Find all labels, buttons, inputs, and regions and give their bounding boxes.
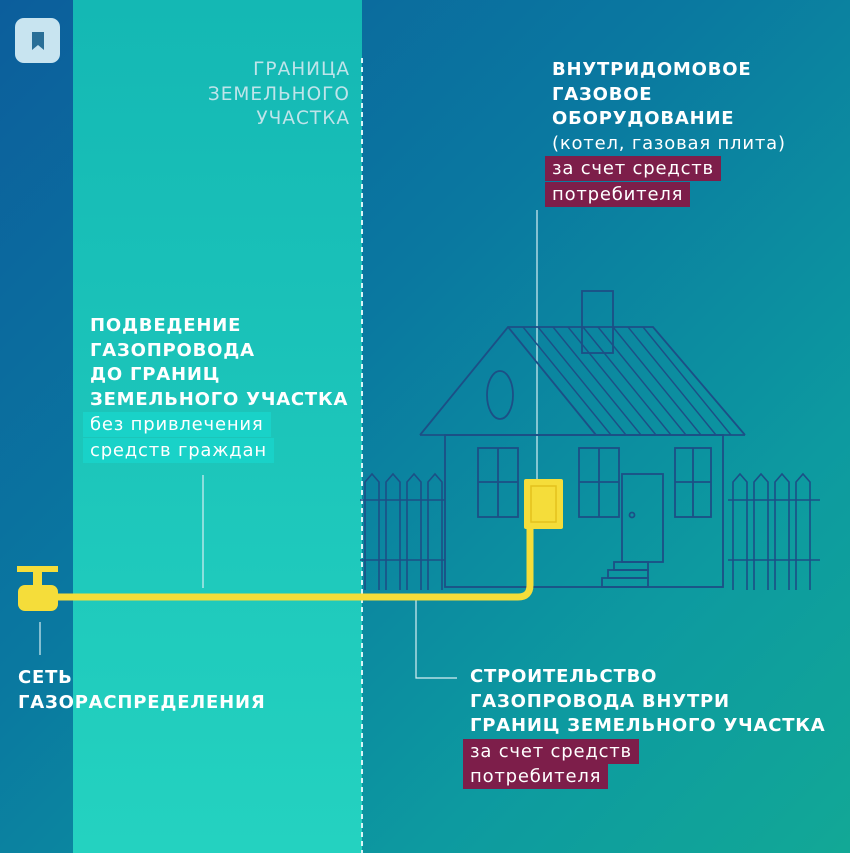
- roof-outline: [419, 326, 746, 436]
- boundary-label-line: ЗЕМЕЛЬНОГО: [207, 83, 350, 105]
- indoor-equipment-note: потребителя: [545, 181, 691, 207]
- door-knob: [628, 511, 636, 519]
- indoor-equipment-line: ГАЗОВОЕ: [552, 83, 653, 105]
- roof-stripes: [522, 326, 732, 436]
- supply-line: ЗЕМЕЛЬНОГО УЧАСТКА: [90, 388, 349, 410]
- supply-line: ДО ГРАНИЦ: [90, 364, 221, 385]
- supply-line: ПОДВЕДЕНИЕ: [90, 315, 242, 336]
- chimney: [581, 290, 614, 354]
- gas-meter-inner: [530, 485, 557, 523]
- fence-right: [728, 472, 820, 590]
- window-right: [674, 447, 712, 518]
- indoor-equipment-label: ВНУТРИДОМОВОЕ ГАЗОВОЕ ОБОРУДОВАНИЕ (коте…: [545, 58, 842, 207]
- indoor-equipment-line: ОБОРУДОВАНИЕ: [552, 108, 735, 129]
- roof-gable-edge: [507, 326, 597, 436]
- bookmark-button[interactable]: [15, 18, 60, 63]
- indoor-equipment-note: за счет средств: [545, 156, 721, 181]
- fence-left: [360, 472, 445, 590]
- porch-steps: [601, 561, 649, 588]
- construction-line: ГРАНИЦ ЗЕМЕЛЬНОГО УЧАСТКА: [470, 715, 826, 736]
- construction-label: СТРОИТЕЛЬСТВО ГАЗОПРОВОДА ВНУТРИ ГРАНИЦ …: [463, 665, 830, 790]
- construction-note: потребителя: [463, 764, 609, 789]
- gas-meter-box: [524, 479, 563, 529]
- gas-pipeline: [48, 528, 534, 601]
- supply-label: ПОДВЕДЕНИЕ ГАЗОПРОВОДА ДО ГРАНИЦ ЗЕМЕЛЬН…: [83, 314, 355, 463]
- construction-line: СТРОИТЕЛЬСТВО: [470, 666, 658, 687]
- network-line: ГАЗОРАСПРЕДЕЛЕНИЯ: [18, 691, 266, 713]
- front-door: [621, 473, 664, 563]
- supply-note: средств граждан: [83, 437, 274, 463]
- attic-window: [486, 370, 514, 420]
- boundary-label-line: ГРАНИЦА: [253, 59, 350, 80]
- indoor-equipment-line: ВНУТРИДОМОВОЕ: [552, 59, 752, 80]
- window-left: [477, 447, 519, 518]
- network-line: СЕТЬ: [18, 667, 73, 688]
- leader-line-construction: [415, 598, 457, 679]
- indoor-equipment-line: (котел, газовая плита): [552, 132, 786, 154]
- window-middle: [578, 447, 620, 518]
- construction-line: ГАЗОПРОВОДА ВНУТРИ: [470, 690, 730, 712]
- boundary-label: ГРАНИЦА ЗЕМЕЛЬНОГО УЧАСТКА: [178, 58, 350, 132]
- construction-note: за счет средств: [463, 738, 639, 764]
- supply-line: ГАЗОПРОВОДА: [90, 339, 255, 361]
- house: [419, 290, 746, 588]
- network-valve-icon: [17, 566, 58, 611]
- house-wall: [444, 434, 724, 588]
- bookmark-icon: [31, 31, 44, 50]
- supply-note: без привлечения: [83, 412, 271, 437]
- boundary-label-line: УЧАСТКА: [256, 108, 350, 129]
- network-label: СЕТЬ ГАЗОРАСПРЕДЕЛЕНИЯ: [18, 666, 278, 715]
